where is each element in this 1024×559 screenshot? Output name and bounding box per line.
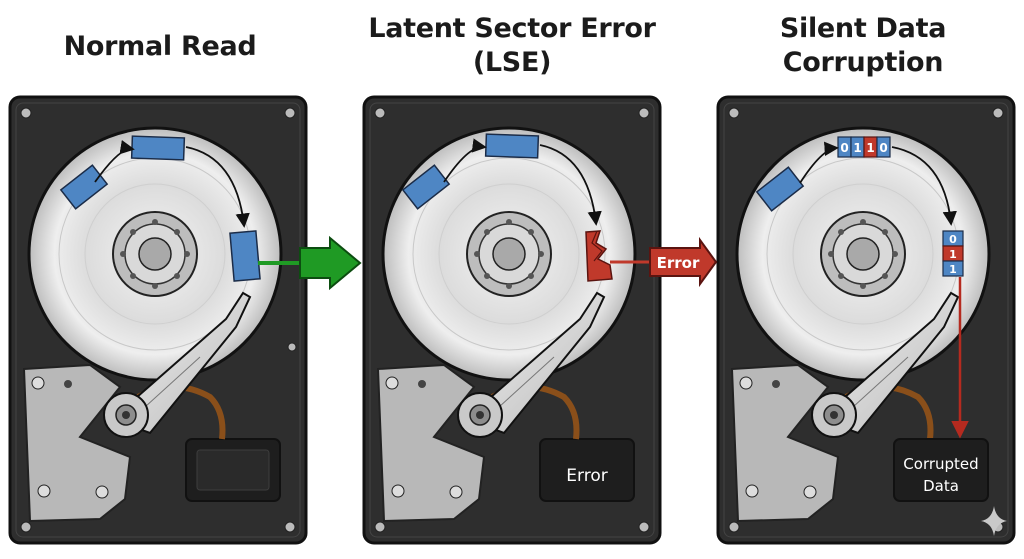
title-line: Corruption bbox=[782, 47, 944, 78]
data-sector bbox=[130, 135, 186, 161]
hard-drive-normal bbox=[8, 95, 308, 545]
hard-drive-silent-corruption: 0 1 1 0 0 1 1 Corrupted Data bbox=[716, 95, 1016, 545]
data-sector bbox=[484, 133, 540, 159]
actuator-arm bbox=[811, 291, 960, 438]
screw-icon bbox=[745, 484, 759, 498]
panel-title-silent-corruption: Silent Data Corruption bbox=[703, 12, 1023, 80]
screw-icon bbox=[638, 521, 650, 533]
controller-chip: Error bbox=[539, 438, 635, 502]
bit-label: 0 bbox=[840, 141, 848, 155]
screw-icon bbox=[803, 485, 817, 499]
sparkle-icon bbox=[981, 506, 1007, 536]
screw-icon bbox=[638, 107, 650, 119]
actuator-plate bbox=[730, 363, 840, 523]
screw-icon bbox=[992, 107, 1004, 119]
screw-icon bbox=[31, 376, 45, 390]
controller-chip bbox=[185, 438, 281, 502]
error-connector-arrow: Error bbox=[610, 236, 718, 288]
bit-label: 0 bbox=[949, 233, 957, 246]
actuator-arm bbox=[457, 291, 606, 438]
actuator-plate bbox=[22, 363, 132, 523]
screw-icon bbox=[20, 521, 32, 533]
screw-icon bbox=[449, 485, 463, 499]
screw-icon bbox=[20, 107, 32, 119]
rotation-arrow bbox=[891, 146, 957, 226]
bit-label: 1 bbox=[853, 141, 861, 155]
bit-label: 0 bbox=[879, 141, 887, 155]
screw-icon bbox=[95, 485, 109, 499]
spindle-hub bbox=[112, 211, 198, 297]
screw-icon bbox=[284, 521, 296, 533]
screw-icon bbox=[374, 107, 386, 119]
hard-drive-lse: Error bbox=[362, 95, 662, 545]
data-sector bbox=[401, 164, 451, 210]
bit-label: 1 bbox=[949, 263, 957, 276]
rotation-arrow bbox=[185, 146, 250, 228]
screw-icon bbox=[739, 376, 753, 390]
chip-label: Data bbox=[923, 477, 959, 495]
rotation-arrow bbox=[539, 144, 602, 226]
actuator-plate bbox=[376, 363, 486, 523]
rotation-arrow bbox=[443, 138, 487, 183]
rotation-arrow bbox=[94, 140, 135, 183]
data-sector-target bbox=[229, 230, 261, 282]
panel-title-lse: Latent Sector Error (LSE) bbox=[352, 12, 672, 80]
bit-sector-target: 0 1 1 bbox=[942, 230, 964, 277]
title-line: (LSE) bbox=[472, 47, 552, 78]
connector-label: Error bbox=[657, 254, 700, 272]
screw-icon bbox=[284, 107, 296, 119]
rotation-arrow bbox=[799, 141, 839, 184]
screw-icon bbox=[385, 376, 399, 390]
panel-title-normal-read: Normal Read bbox=[0, 30, 320, 64]
controller-chip: Corrupted Data bbox=[893, 438, 989, 502]
bit-label: 1 bbox=[866, 141, 874, 155]
screw-icon bbox=[37, 484, 51, 498]
data-sector bbox=[755, 166, 805, 212]
spindle-hub bbox=[820, 211, 906, 297]
chip-label: Error bbox=[566, 466, 607, 486]
screw-icon bbox=[728, 107, 740, 119]
bit-label: 1 bbox=[949, 248, 957, 261]
title-line: Silent Data bbox=[779, 13, 947, 44]
screw-icon bbox=[728, 521, 740, 533]
actuator-arm bbox=[103, 291, 252, 438]
screw-icon bbox=[391, 484, 405, 498]
screw-icon bbox=[287, 342, 297, 352]
spindle-hub bbox=[466, 211, 552, 297]
title-line: Normal Read bbox=[63, 31, 257, 62]
success-connector-arrow bbox=[258, 235, 362, 291]
title-line: Latent Sector Error bbox=[368, 13, 656, 44]
bit-cell bbox=[876, 136, 891, 158]
chip-label: Corrupted bbox=[903, 455, 978, 473]
bit-cell bbox=[942, 260, 964, 277]
screw-icon bbox=[374, 521, 386, 533]
bit-sector-top: 0 1 1 0 bbox=[837, 136, 891, 158]
